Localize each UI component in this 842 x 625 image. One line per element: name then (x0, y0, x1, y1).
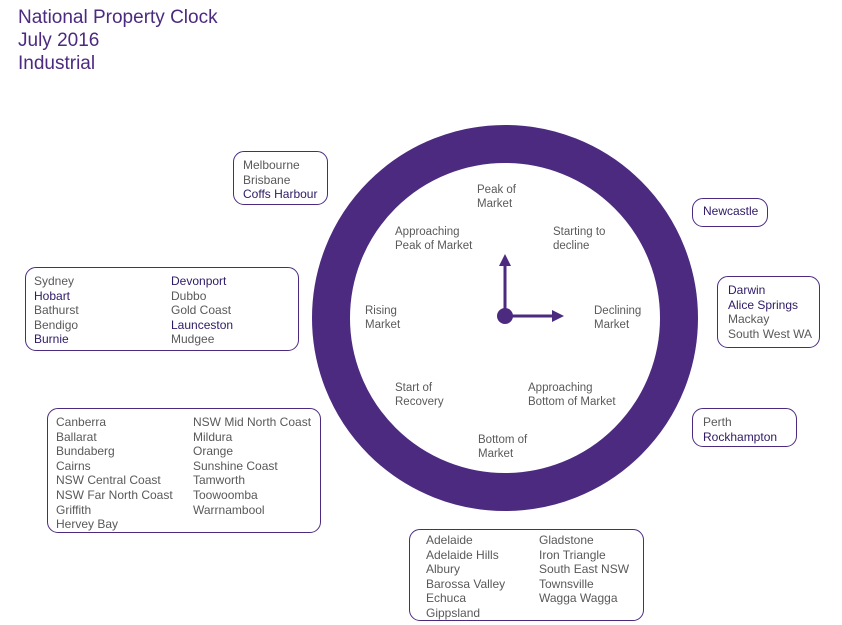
city-item: NSW Mid North Coast (193, 415, 312, 429)
city-item: South West WA (728, 326, 813, 341)
city-item: Orange (193, 444, 234, 459)
city-item: Launceston (171, 317, 234, 332)
city-item: Echuca (426, 591, 467, 606)
city-item: Bendigo (34, 317, 79, 332)
city-item: Warrnambool (193, 502, 265, 517)
city-item: Sydney (34, 274, 75, 288)
city-item: NSW Far North Coast (56, 487, 173, 502)
city-item: Canberra (56, 415, 107, 429)
box-starting-to-decline: Newcastle (692, 198, 768, 227)
clock-center-dot (497, 308, 513, 324)
city-item: Gippsland (426, 605, 481, 620)
city-item: Mildura (193, 429, 233, 444)
city-item: Newcastle (703, 204, 759, 218)
box-column: Newcastle (703, 204, 758, 219)
city-item: South East NSW (539, 562, 630, 577)
hour-hand-arrowhead (499, 254, 511, 266)
city-item: Sunshine Coast (193, 458, 278, 473)
city-item: NSW Central Coast (56, 473, 161, 488)
city-item: Griffith (56, 502, 92, 517)
city-item: Ballarat (56, 429, 97, 444)
city-item: Bundaberg (56, 444, 115, 459)
city-item: Alice Springs (728, 297, 799, 312)
city-item: Adelaide Hills (426, 547, 499, 562)
city-item: Wagga Wagga (539, 591, 618, 606)
city-item: Toowoomba (193, 487, 258, 502)
city-item: Iron Triangle (539, 547, 606, 562)
city-item: Tamworth (193, 473, 246, 488)
city-item: Hervey Bay (56, 517, 119, 532)
city-item: Burnie (34, 332, 69, 347)
city-item: Cairns (56, 458, 91, 473)
city-item: Coffs Harbour (243, 187, 318, 202)
page-title: National Property Clock July 2016 Indust… (18, 6, 218, 75)
city-item: Brisbane (243, 172, 291, 187)
minute-hand-arrowhead (552, 310, 564, 322)
city-item: Gold Coast (171, 303, 232, 318)
title-line-3: Industrial (18, 53, 96, 74)
clock-ring (312, 125, 698, 511)
title-line-2: July 2016 (18, 30, 100, 51)
city-item: Rockhampton (703, 429, 778, 444)
city-item: Townsville (539, 576, 594, 591)
city-item: Perth (703, 415, 732, 429)
city-item: Albury (426, 562, 461, 577)
title-line-1: National Property Clock (18, 7, 218, 28)
city-item: Mudgee (171, 332, 215, 347)
city-item: Gladstone (539, 533, 594, 547)
city-item: Barossa Valley (426, 576, 506, 591)
city-item: Dubbo (171, 288, 207, 303)
city-item: Mackay (728, 312, 770, 327)
city-item: Bathurst (34, 303, 79, 318)
city-item: Darwin (728, 283, 766, 297)
city-item: Melbourne (243, 158, 300, 172)
city-item: Adelaide (426, 533, 473, 547)
city-item: Hobart (34, 288, 71, 303)
city-item: Devonport (171, 274, 227, 288)
